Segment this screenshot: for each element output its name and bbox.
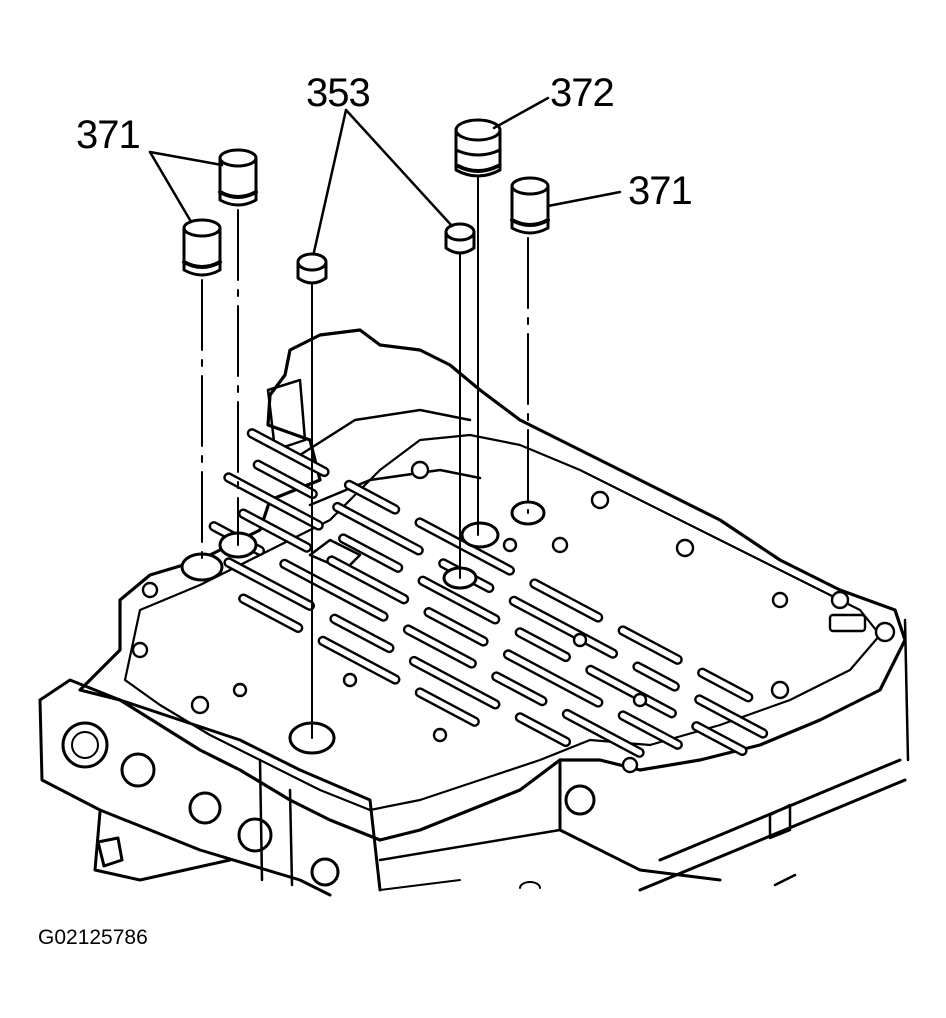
callout-371-left: 371 — [76, 113, 140, 157]
callout-353: 353 — [306, 71, 370, 115]
checkball-353-left — [296, 252, 328, 285]
filter-371-left-upper — [218, 148, 258, 207]
filter-371-left-lower — [182, 218, 222, 277]
insertion-centerlines — [201, 177, 529, 739]
leader-lines — [148, 96, 622, 254]
figure-id: G02125786 — [38, 926, 148, 949]
callout-371-right: 371 — [628, 169, 692, 213]
spacer-plate-passages — [131, 428, 896, 774]
callout-372: 372 — [550, 71, 614, 115]
plug-372 — [454, 118, 502, 178]
valve-body — [38, 328, 910, 897]
seat-holes — [180, 500, 546, 755]
filter-371-right — [510, 176, 550, 235]
checkball-353-right — [444, 222, 476, 255]
